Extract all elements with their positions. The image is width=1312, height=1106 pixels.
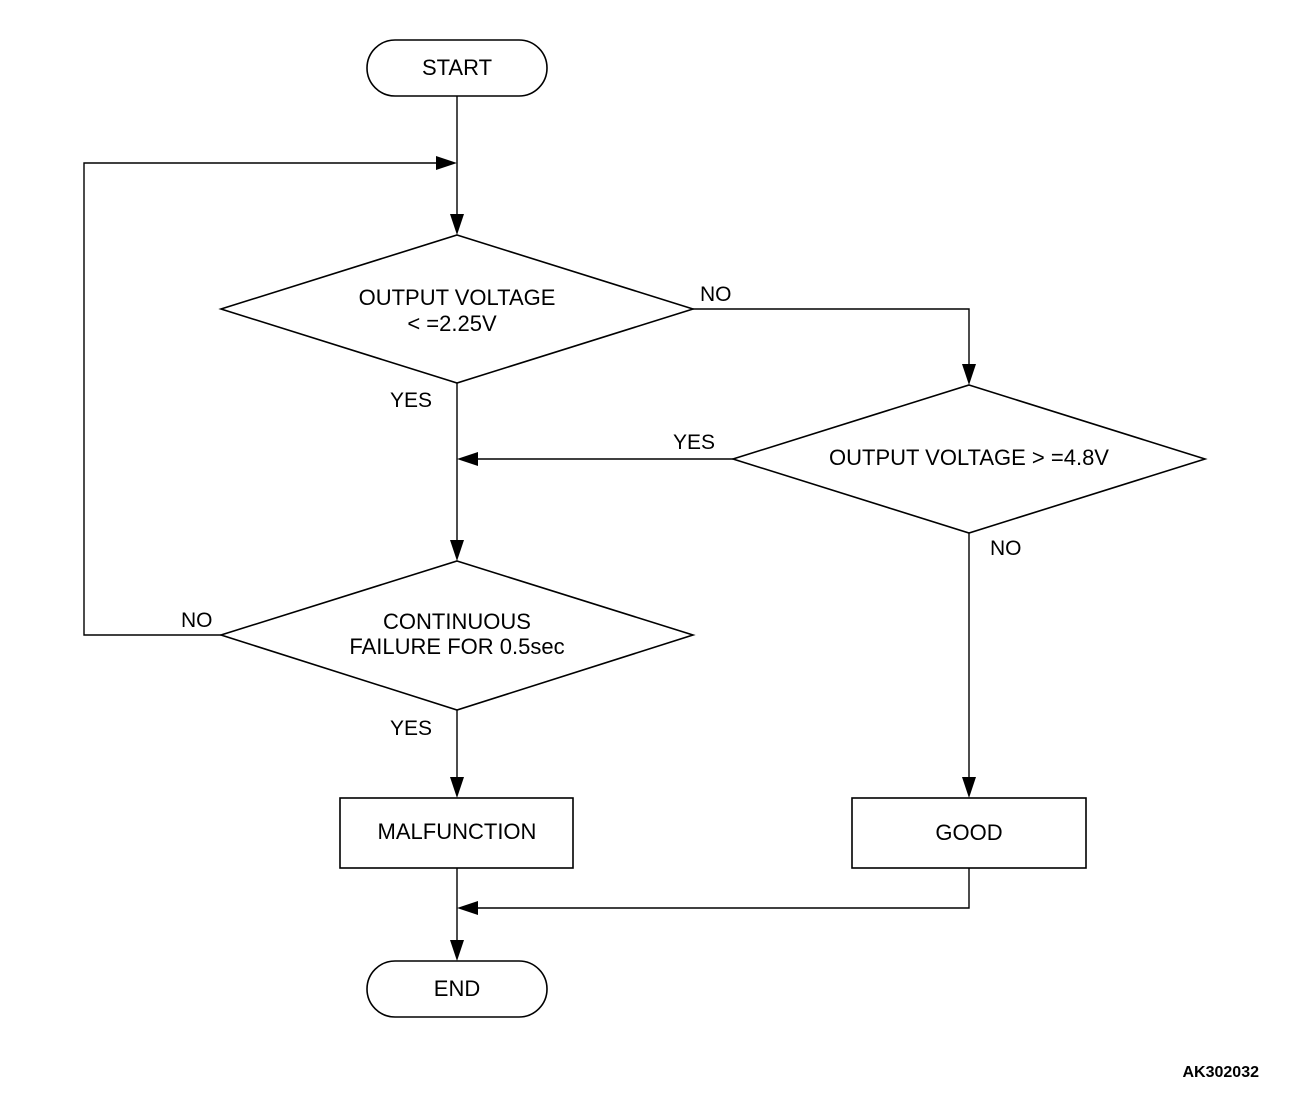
label-continuous-no: NO (181, 609, 213, 632)
arrowhead-malfunction-top (450, 777, 464, 798)
arrowhead-loop-return (436, 156, 457, 170)
edge-labels: NO YES YES NO NO YES (181, 283, 1022, 740)
decision-high-voltage-diamond (730, 384, 1208, 534)
end-terminal (366, 960, 548, 1018)
arrowhead-good-top (962, 777, 976, 798)
decision-low-voltage-diamond (218, 234, 696, 384)
decision-low-voltage-line-1: OUTPUT VOLTAGE (359, 285, 556, 310)
arrowhead-low-decision-top (450, 214, 464, 235)
edge-low-no-to-high (693, 308, 970, 374)
arrowhead-good-join (457, 901, 478, 915)
decision-continuous-line-1: CONTINUOUS (383, 609, 531, 634)
end-label: END (434, 976, 480, 1001)
arrowhead-continuous-top (450, 540, 464, 561)
label-high-no: NO (990, 537, 1022, 560)
node-start: START (366, 39, 548, 97)
decision-high-voltage-label: OUTPUT VOLTAGE > =4.8V (829, 445, 1109, 470)
label-low-no: NO (700, 283, 732, 306)
start-label: START (422, 55, 492, 80)
node-decision-low-voltage: OUTPUT VOLTAGE < =2.25V (218, 234, 696, 384)
node-decision-continuous: CONTINUOUS FAILURE FOR 0.5sec (218, 560, 696, 711)
edge-good-to-join (468, 868, 970, 909)
arrowhead-high-yes-join (457, 452, 478, 466)
label-continuous-yes: YES (390, 717, 432, 740)
figure-code: AK302032 (1183, 1064, 1260, 1081)
connectors (83, 96, 976, 961)
malfunction-box (339, 797, 574, 869)
arrowhead-end-top (450, 940, 464, 961)
node-malfunction: MALFUNCTION (339, 797, 574, 869)
decision-continuous-diamond (218, 560, 696, 711)
start-terminal (366, 39, 548, 97)
label-low-yes: YES (390, 389, 432, 412)
decision-continuous-line-2: FAILURE FOR 0.5sec (349, 634, 564, 659)
good-label: GOOD (935, 820, 1002, 845)
node-end: END (366, 960, 548, 1018)
node-good: GOOD (851, 797, 1087, 869)
arrowhead-high-decision-top (962, 364, 976, 385)
edge-continuous-no-loop (83, 162, 446, 636)
malfunction-label: MALFUNCTION (378, 819, 537, 844)
decision-low-voltage-line-2: < =2.25V (407, 311, 497, 336)
label-high-yes: YES (673, 431, 715, 454)
node-decision-high-voltage: OUTPUT VOLTAGE > =4.8V (730, 384, 1208, 534)
good-box (851, 797, 1087, 869)
